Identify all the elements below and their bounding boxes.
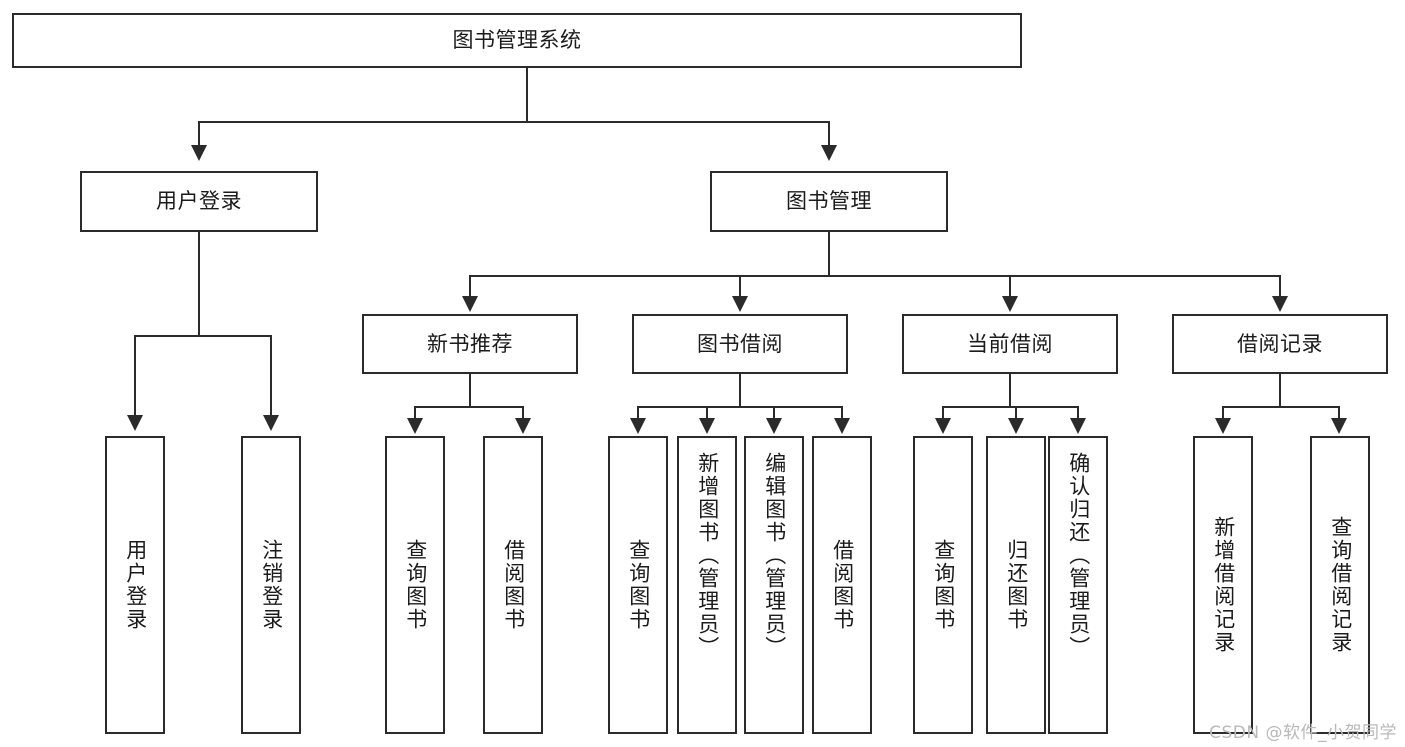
arrow-to-leaf-query-books-2 (630, 418, 646, 434)
leaf-query-books-1[interactable]: 查询图书 (385, 436, 445, 734)
leaf-user-login[interactable]: 用户登录 (105, 436, 165, 734)
edge-br-stem (1279, 374, 1281, 407)
edge-cb-bus (942, 406, 1079, 408)
leaf-confirm-return[interactable]: 确认归还（管理员） (1048, 436, 1108, 734)
edge-bb-bus (637, 406, 843, 408)
edge-book-management-bus (469, 275, 1281, 277)
edge-bm-drop-4 (1279, 275, 1281, 298)
edge-bb-drop-3 (773, 406, 775, 420)
edge-nbr-drop-1 (414, 406, 416, 420)
arrow-to-leaf-borrow-books-1 (515, 418, 531, 434)
node-label: 图书借阅 (697, 331, 783, 356)
node-label: 新增借阅记录 (1211, 516, 1236, 654)
node-label: 归还图书 (1004, 539, 1029, 631)
leaf-query-record[interactable]: 查询借阅记录 (1310, 436, 1370, 734)
node-label: 用户登录 (156, 189, 242, 214)
arrow-to-book-borrow (732, 296, 748, 312)
edge-bb-drop-1 (637, 406, 639, 420)
edge-bb-drop-2 (706, 406, 708, 420)
leaf-return-book[interactable]: 归还图书 (986, 436, 1046, 734)
edge-root-stem (526, 68, 528, 122)
leaf-query-books-3[interactable]: 查询图书 (913, 436, 973, 734)
node-label: 当前借阅 (967, 331, 1053, 356)
edge-bm-drop-3 (1009, 275, 1011, 298)
arrow-to-leaf-logout (263, 415, 279, 431)
node-label: 新增图书（管理员） (695, 452, 720, 659)
arrow-to-leaf-return-book (1008, 418, 1024, 434)
arrow-to-leaf-add-record (1215, 418, 1231, 434)
edge-user-login-drop-2 (270, 335, 272, 417)
node-label: 查询图书 (931, 539, 956, 631)
edge-cb-drop-1 (942, 406, 944, 420)
edge-br-bus (1222, 406, 1340, 408)
arrow-to-leaf-query-books-3 (935, 418, 951, 434)
arrow-to-borrow-record (1272, 296, 1288, 312)
arrow-to-user-login (191, 145, 207, 161)
node-label: 借阅图书 (830, 539, 855, 631)
node-user-login[interactable]: 用户登录 (80, 171, 318, 232)
edge-br-drop-1 (1222, 406, 1224, 420)
node-label: 查询图书 (403, 539, 428, 631)
node-label: 查询借阅记录 (1328, 516, 1353, 654)
edge-root-to-book-management (828, 121, 830, 147)
leaf-borrow-books-2[interactable]: 借阅图书 (812, 436, 872, 734)
arrow-to-leaf-confirm-return (1070, 418, 1086, 434)
node-system-root[interactable]: 图书管理系统 (12, 13, 1022, 68)
edge-book-management-stem (828, 232, 830, 276)
node-new-book-recommend[interactable]: 新书推荐 (362, 314, 578, 374)
leaf-query-books-2[interactable]: 查询图书 (608, 436, 668, 734)
edge-cb-stem (1009, 374, 1011, 407)
node-label: 图书管理 (786, 189, 872, 214)
node-label: 注销登录 (259, 539, 284, 631)
edge-bb-stem (739, 374, 741, 407)
edge-user-login-stem (198, 232, 200, 336)
arrow-to-leaf-user-login (127, 415, 143, 431)
edge-root-bus (198, 121, 830, 123)
edge-cb-drop-3 (1077, 406, 1079, 420)
node-borrow-record[interactable]: 借阅记录 (1172, 314, 1388, 374)
arrow-to-leaf-query-record (1331, 418, 1347, 434)
node-label: 用户登录 (123, 539, 148, 631)
edge-bm-drop-2 (739, 275, 741, 298)
arrow-to-leaf-query-books-1 (407, 418, 423, 434)
edge-bb-drop-4 (841, 406, 843, 420)
arrow-to-leaf-borrow-books-2 (834, 418, 850, 434)
node-label: 编辑图书（管理员） (762, 452, 787, 659)
node-label: 新书推荐 (427, 331, 513, 356)
edge-bm-drop-1 (469, 275, 471, 298)
edge-user-login-bus (134, 335, 272, 337)
edge-nbr-drop-2 (522, 406, 524, 420)
leaf-add-book[interactable]: 新增图书（管理员） (677, 436, 737, 734)
leaf-edit-book[interactable]: 编辑图书（管理员） (744, 436, 804, 734)
node-label: 图书管理系统 (452, 28, 582, 53)
edge-cb-drop-2 (1015, 406, 1017, 420)
edge-root-to-user-login (198, 121, 200, 147)
arrow-to-new-book-recommend (462, 296, 478, 312)
arrow-to-book-management (821, 145, 837, 161)
node-book-management[interactable]: 图书管理 (710, 171, 948, 232)
leaf-borrow-books-1[interactable]: 借阅图书 (483, 436, 543, 734)
arrow-to-current-borrow (1002, 296, 1018, 312)
node-current-borrow[interactable]: 当前借阅 (902, 314, 1118, 374)
leaf-add-record[interactable]: 新增借阅记录 (1193, 436, 1253, 734)
node-label: 借阅记录 (1237, 331, 1323, 356)
node-label: 确认归还（管理员） (1066, 452, 1091, 659)
leaf-logout[interactable]: 注销登录 (241, 436, 301, 734)
watermark-text: CSDN @软件_小贺同学 (1209, 723, 1397, 743)
edge-nbr-stem (469, 374, 471, 407)
node-label: 查询图书 (626, 539, 651, 631)
node-label: 借阅图书 (501, 539, 526, 631)
edge-nbr-bus (414, 406, 524, 408)
edge-br-drop-2 (1338, 406, 1340, 420)
arrow-to-leaf-add-book (699, 418, 715, 434)
edge-user-login-drop-1 (134, 335, 136, 417)
node-book-borrow[interactable]: 图书借阅 (632, 314, 848, 374)
arrow-to-leaf-edit-book (766, 418, 782, 434)
